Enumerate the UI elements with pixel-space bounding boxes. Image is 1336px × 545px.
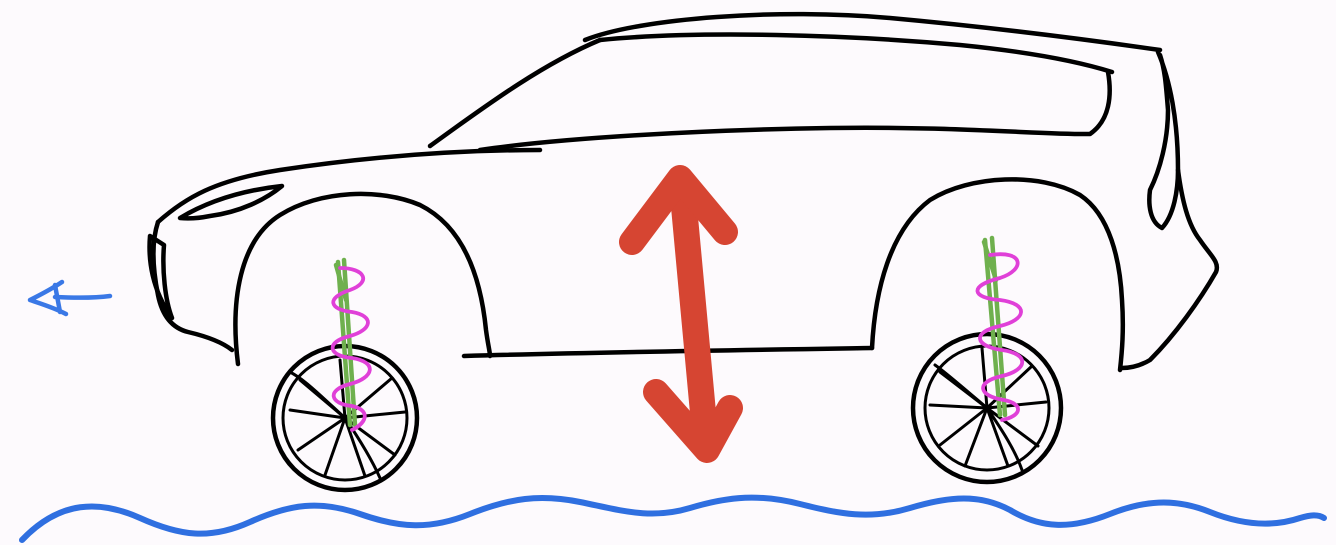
- rear-hatch-line: [1149, 52, 1178, 228]
- roof-line: [585, 14, 1160, 50]
- rear-tail-line: [1122, 170, 1217, 368]
- rear-suspension: [977, 238, 1022, 420]
- road-surface-wave: [22, 498, 1324, 540]
- rear-wheel: [913, 334, 1061, 482]
- windshield-line: [430, 40, 600, 146]
- hood-line: [158, 150, 540, 222]
- side-sill-line: [464, 348, 872, 356]
- rear-spokes: [930, 348, 1046, 470]
- driving-direction-arrow: [30, 282, 110, 314]
- headlight-outline: [180, 186, 282, 218]
- belt-line: [480, 72, 1110, 150]
- vertical-travel-arrow: [632, 178, 730, 450]
- roof-rail-line: [600, 35, 1112, 72]
